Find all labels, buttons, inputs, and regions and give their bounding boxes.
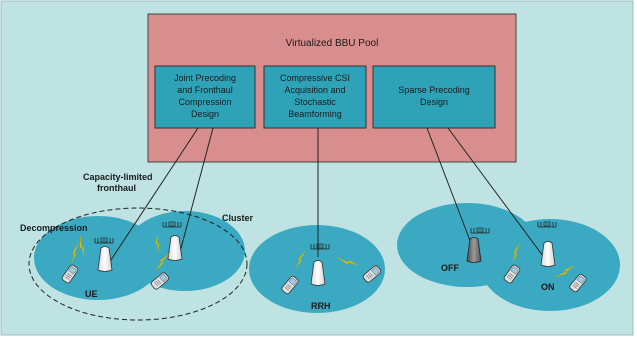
on-label: ON	[541, 282, 555, 292]
module-2-line-1: Compressive CSI	[280, 73, 350, 83]
module-3-line-1: Sparse Precoding	[398, 85, 470, 95]
module-1-line-2: and Fronthaul	[177, 85, 233, 95]
module-compressive-csi	[263, 65, 367, 129]
rrh-label: RRH	[311, 301, 331, 311]
fronthaul-link-1	[106, 127, 199, 267]
cell-left-2	[125, 211, 245, 291]
module-2-line-2: Acquisition and	[284, 85, 345, 95]
fronthaul-link-4	[426, 127, 475, 252]
bbu-pool-title: Virtualized BBU Pool	[286, 38, 379, 49]
capacity-label-2: fronthaul	[97, 183, 136, 193]
module-3-line-2: Design	[420, 97, 448, 107]
module-1-line-3: Compression	[178, 97, 231, 107]
cluster-label: Cluster	[222, 213, 254, 223]
module-joint-precoding	[154, 65, 256, 129]
decompression-label: Decompression	[20, 223, 88, 233]
ue-label: UE	[85, 289, 98, 299]
capacity-label-1: Capacity-limited	[83, 172, 153, 182]
cluster-outline	[28, 207, 248, 321]
module-sparse-precoding	[372, 65, 496, 129]
module-2-line-3: Stochastic	[294, 97, 336, 107]
module-1-line-1: Joint Precoding	[174, 73, 236, 83]
fronthaul-link-2	[179, 127, 214, 253]
off-label: OFF	[441, 263, 459, 273]
fronthaul-link-5	[447, 127, 544, 257]
module-1-line-4: Design	[191, 109, 219, 119]
module-2-line-4: Beamforming	[288, 109, 342, 119]
